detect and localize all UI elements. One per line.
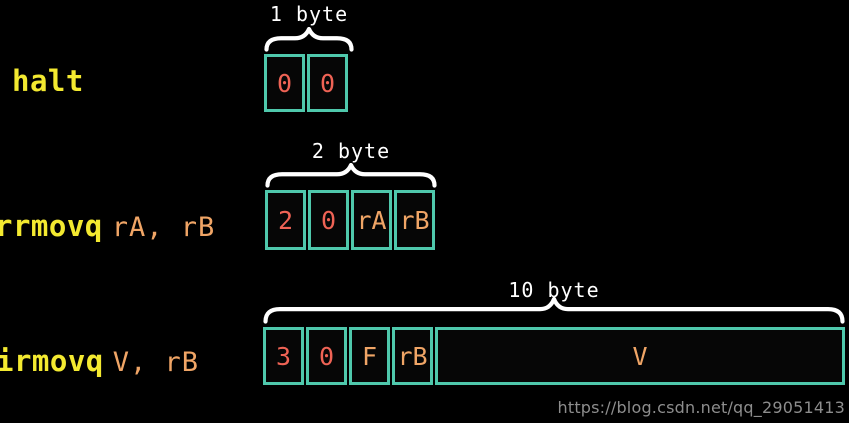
encoding-cell-value: 0	[319, 68, 336, 98]
operands-text: rA, rB	[111, 212, 216, 243]
asm-label-halt: halt	[12, 67, 93, 96]
encoding-cell-value: 0	[276, 68, 293, 98]
mnemonic-text: rrmovq	[0, 209, 103, 243]
encoding-cell-value: 0	[318, 341, 335, 371]
byte-size-label: 2 byte	[311, 139, 391, 163]
encoding-cell-value: rA	[356, 205, 387, 235]
watermark-url: https://blog.csdn.net/qq_29051413	[557, 398, 845, 417]
encoding-cell: 0	[306, 327, 347, 385]
encoding-cell: 0	[264, 54, 305, 112]
encoding-cell: 2	[265, 190, 306, 250]
encoding-cell-value: 0	[320, 205, 337, 235]
encoding-cell: 3	[263, 327, 304, 385]
encoding-cell: rA	[351, 190, 392, 250]
encoding-cell: 0	[308, 190, 349, 250]
encoding-cell-value: rB	[399, 205, 430, 235]
overbrace	[265, 163, 437, 188]
encoding-cell: 0	[307, 54, 348, 112]
byte-size-label: 1 byte	[269, 2, 349, 26]
mnemonic-text: irmovq	[0, 344, 104, 378]
encoding-cell-value: V	[632, 341, 648, 371]
encoding-cell-value: rB	[397, 341, 428, 371]
encoding-cell: F	[349, 327, 390, 385]
asm-label-rrmovq: rrmovq rA, rB	[0, 209, 216, 243]
asm-label-irmovq: irmovq V, rB	[0, 344, 200, 378]
encoding-cell: rB	[394, 190, 435, 250]
encoding-cell-value: 3	[275, 341, 292, 371]
encoding-cell-value: 2	[277, 205, 294, 235]
encoding-cell-value: F	[361, 341, 378, 371]
encoding-cell: V	[435, 327, 845, 385]
byte-size-label: 10 byte	[508, 278, 600, 302]
mnemonic-text: halt	[12, 64, 84, 98]
operands-text: V, rB	[112, 347, 200, 378]
overbrace	[264, 27, 354, 52]
overbrace	[263, 297, 845, 324]
encoding-cell: rB	[392, 327, 433, 385]
